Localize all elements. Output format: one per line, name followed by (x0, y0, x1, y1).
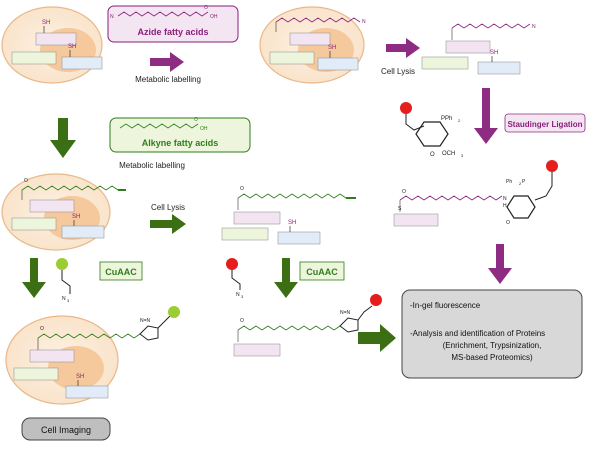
svg-text:N: N (236, 292, 240, 298)
cell-alkyne-labelled: O SH (1, 173, 126, 251)
thiol-label: SH (68, 44, 76, 50)
arrow-to-result-green (358, 324, 396, 352)
svg-text:Ph: Ph (506, 179, 512, 185)
svg-text:N: N (362, 19, 366, 25)
cell-lysis-top-label: Cell Lysis (381, 67, 415, 76)
cell-imaging-box (21, 417, 111, 441)
green-azide-reagent: N 3 (56, 258, 71, 303)
arrow-metabolic-alkyne (50, 118, 76, 158)
svg-text:O: O (240, 318, 244, 324)
svg-text:3: 3 (67, 298, 70, 303)
result-enrichment: (Enrichment, Trypsinization, (443, 341, 542, 350)
svg-text:N: N (503, 196, 507, 202)
svg-text:O: O (430, 152, 435, 158)
svg-text:N: N (62, 296, 66, 302)
cuaac-left-label: CuAAC (105, 267, 137, 277)
lysate-alkyne: O SH (221, 186, 356, 245)
result-in-gel-fluorescence: -In-gel fluorescence (410, 301, 481, 310)
protein-box-pink (35, 32, 77, 46)
azide-n3-label: N (110, 14, 114, 20)
cell-clicked-green: N=N O SH (5, 306, 180, 405)
cuaac-left-box (99, 261, 143, 281)
lysate-clicked-red: N=N O (233, 294, 382, 357)
alkyne-box-title: Alkyne fatty acids (142, 138, 219, 148)
svg-text:PPh: PPh (441, 116, 452, 122)
fluorophore-green (168, 306, 180, 318)
metabolic-labelling-mid-label: Metabolic labelling (119, 161, 185, 170)
svg-text:SH: SH (76, 374, 84, 380)
arrow-to-staudinger (474, 88, 498, 144)
arrow-metabolic-azide (150, 52, 184, 72)
result-ms-proteomics: MS-based Proteomics) (451, 353, 533, 362)
svg-text:O: O (194, 117, 198, 123)
cuaac-mid-label: CuAAC (306, 267, 338, 277)
azide-fatty-acids-box: N OH O Azide fatty acids (107, 5, 239, 43)
cell-top-left: SH SH (1, 6, 103, 84)
svg-text:O: O (506, 220, 510, 226)
fluorophore-red (370, 294, 382, 306)
staudinger-phosphine-reagent: PPh 2 OCH 3 O (400, 102, 464, 158)
metabolic-labelling-top-label: Metabolic labelling (135, 75, 201, 84)
svg-text:N=N: N=N (140, 318, 151, 324)
svg-text:P: P (522, 179, 526, 185)
svg-text:SH: SH (490, 50, 498, 56)
svg-text:3: 3 (461, 153, 464, 158)
arrow-cell-lysis-mid (150, 214, 186, 234)
fluorophore-red (546, 160, 558, 172)
arrow-to-result-purple (488, 244, 512, 284)
azide-box-title: Azide fatty acids (137, 27, 208, 37)
red-azide-reagent: N 3 (226, 258, 244, 299)
svg-text:OH: OH (200, 126, 208, 132)
arrow-cuaac-mid (274, 258, 298, 298)
result-analysis: -Analysis and identification of Proteins (410, 329, 545, 338)
svg-text:SH: SH (72, 214, 80, 220)
thiol-label: SH (42, 20, 50, 26)
result-box (401, 289, 583, 379)
svg-text:2: 2 (519, 181, 522, 186)
svg-text:N: N (532, 24, 536, 30)
fluorophore-red (400, 102, 412, 114)
protein-box-green (11, 51, 57, 65)
cell-imaging-label: Cell Imaging (41, 425, 91, 435)
staudinger-label: Staudinger Ligation (507, 120, 582, 129)
svg-text:3: 3 (241, 294, 244, 299)
svg-text:SH: SH (288, 220, 296, 226)
svg-text:S: S (398, 206, 402, 212)
arrow-cuaac-left (22, 258, 46, 298)
staudinger-product: O S N H Ph 2 P O (393, 160, 558, 227)
svg-text:O: O (402, 189, 406, 195)
svg-text:SH: SH (328, 45, 336, 51)
svg-text:H: H (503, 203, 507, 209)
lysate-azide: N SH (421, 23, 536, 75)
acid-oh-label: OH (210, 14, 218, 20)
cell-lysis-mid-label: Cell Lysis (151, 203, 185, 212)
svg-text:O: O (24, 178, 28, 184)
cell-azide-labelled: N SH (259, 6, 366, 84)
svg-text:O: O (40, 326, 44, 332)
alkyne-fatty-acids-box: OH O Alkyne fatty acids (109, 117, 251, 153)
protein-box-blue (61, 56, 103, 70)
arrow-cell-lysis-top (386, 38, 420, 58)
svg-text:O: O (240, 186, 244, 192)
staudinger-box (504, 113, 586, 133)
acid-o-label: O (204, 5, 208, 11)
cuaac-mid-box (299, 261, 345, 281)
svg-text:2: 2 (458, 118, 461, 123)
svg-text:N=N: N=N (340, 310, 351, 316)
svg-text:OCH: OCH (442, 151, 455, 157)
